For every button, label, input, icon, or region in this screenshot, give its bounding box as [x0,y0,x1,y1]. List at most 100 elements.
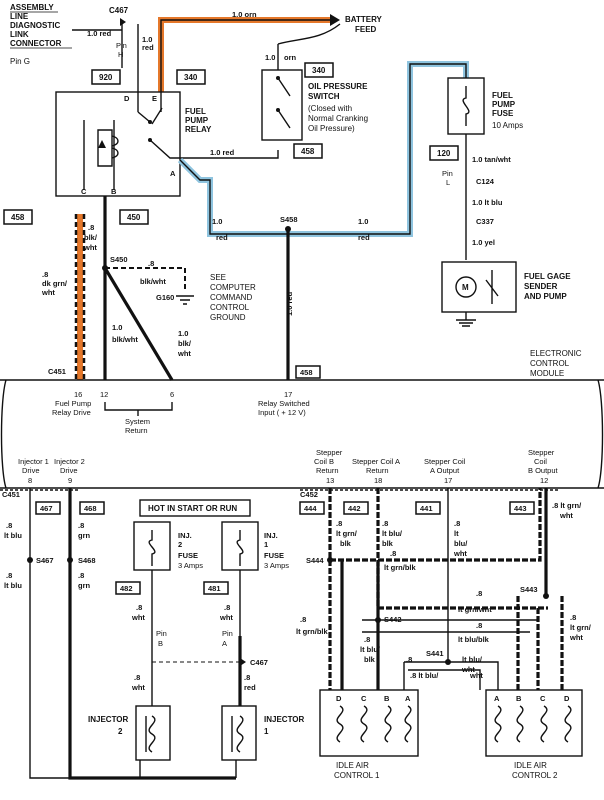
fuel-pump-relay-label: FUEL [185,107,206,116]
svg-text:C: C [81,187,87,196]
svg-text:PUMP: PUMP [492,100,516,109]
svg-text:CONTROL: CONTROL [530,359,570,368]
svg-text:blk: blk [364,655,376,664]
svg-text:1.0: 1.0 [358,217,368,226]
ecm-bottom-pin-12b: Stepper Coil B Output 12 [528,448,559,485]
svg-text:orn: orn [284,53,297,62]
svg-text:.8 lt blu/: .8 lt blu/ [410,671,439,680]
svg-text:.8: .8 [364,635,370,644]
svg-text:C: C [540,694,546,703]
svg-text:1: 1 [264,727,269,736]
svg-text:.8: .8 [300,615,306,624]
ecm-top-pin-12: 12 [100,390,108,399]
svg-text:2: 2 [178,540,182,549]
svg-text:17: 17 [284,390,292,399]
svg-text:grn: grn [78,581,91,590]
svg-text:FUSE: FUSE [264,551,284,560]
svg-text:.8: .8 [224,603,230,612]
svg-text:.8: .8 [6,571,12,580]
svg-text:Stepper Coil A: Stepper Coil A [352,457,400,466]
svg-text:.8: .8 [476,589,482,598]
svg-text:17: 17 [444,476,452,485]
svg-text:lt blu/: lt blu/ [360,645,381,654]
svg-text:lt grn/: lt grn/ [570,623,592,632]
svg-text:1.0 tan/wht: 1.0 tan/wht [472,155,511,164]
svg-text:Drive: Drive [22,466,40,475]
svg-text:B: B [384,694,390,703]
svg-text:G160: G160 [156,293,174,302]
svg-text:blk/wht: blk/wht [140,277,166,286]
relay-switch-icon [83,92,180,190]
svg-text:wht: wht [83,243,97,252]
ecm-bottom-pin-18: Stepper Coil A Return 18 [352,457,400,485]
svg-text:lt: lt [454,529,459,538]
svg-text:wht: wht [219,613,233,622]
svg-text:lt grn/wht: lt grn/wht [458,605,492,614]
svg-text:9: 9 [68,476,72,485]
svg-text:Coil B: Coil B [314,457,334,466]
svg-text:DIAGNOSTIC: DIAGNOSTIC [10,21,60,30]
svg-text:IDLE AIR: IDLE AIR [336,761,369,770]
svg-text:C452: C452 [300,490,318,499]
svg-text:FEED: FEED [355,25,377,34]
aldl-connector-label: ASSEMBLY LINE DIAGNOSTIC LINK CONNECTOR … [10,3,72,66]
svg-text:Fuel Pump: Fuel Pump [55,399,91,408]
svg-text:LINE: LINE [10,12,29,21]
svg-text:lt grn/blk: lt grn/blk [384,563,416,572]
circuit-box-340b [304,62,334,78]
svg-text:.8: .8 [244,673,250,682]
ecm-top-pin-6: 6 [170,390,174,399]
svg-text:Return: Return [366,466,389,475]
svg-text:B Output: B Output [528,466,559,475]
svg-text:wht: wht [461,665,475,674]
svg-text:.8: .8 [336,519,342,528]
svg-text:1.0 red: 1.0 red [285,291,294,316]
svg-text:lt blu: lt blu [4,531,22,540]
svg-text:C451: C451 [48,367,66,376]
ecm-label: ELECTRONIC [530,349,582,358]
svg-text:Pin: Pin [156,629,167,638]
ecm-top-pin-17: 17 Relay Switched Input ( + 12 V) [258,390,310,417]
svg-text:Pin: Pin [116,41,127,50]
svg-text:lt blu/: lt blu/ [382,529,403,538]
circuit-box-467 [35,501,61,515]
circuit-box-458 [293,143,323,159]
injector-2-label: INJECTOR [88,715,129,724]
ecm-bottom-pin-9: Injector 2 Drive 9 [54,457,85,485]
svg-text:Pin: Pin [442,169,453,178]
svg-text:S442: S442 [384,615,402,624]
svg-text:wht: wht [453,549,467,558]
svg-text:wht: wht [131,613,145,622]
circuit-box-458c [295,365,321,379]
svg-text:CONTROL: CONTROL [210,303,250,312]
svg-text:S467: S467 [36,556,54,565]
hot-in-start-or-run-banner [139,499,251,517]
svg-text:D: D [124,94,130,103]
svg-text:wht: wht [559,511,573,520]
svg-text:340: 340 [312,66,326,75]
svg-text:467: 467 [40,504,53,513]
svg-text:lt grn/: lt grn/ [336,529,358,538]
svg-text:.8: .8 [78,571,84,580]
svg-text:MODULE: MODULE [530,369,564,378]
svg-text:C337: C337 [476,217,494,226]
svg-text:LINK: LINK [10,30,29,39]
svg-text:B: B [111,187,117,196]
circuit-box-920 [91,69,121,85]
svg-text:Relay Switched: Relay Switched [258,399,310,408]
svg-text:C: C [361,694,367,703]
see-ground-note: SEE [210,273,226,282]
svg-text:.8: .8 [390,549,396,558]
svg-text:SWITCH: SWITCH [308,92,340,101]
battery-feed-arrow-icon [330,14,340,26]
ecm-bottom-pin-17b: Stepper Coil A Output 17 [424,457,466,485]
svg-text:A: A [494,694,500,703]
svg-text:CONTROL 1: CONTROL 1 [334,771,380,780]
svg-text:A: A [170,169,176,178]
svg-text:grn: grn [78,531,91,540]
svg-text:blk/: blk/ [84,233,98,242]
svg-text:Injector 1: Injector 1 [18,457,49,466]
svg-text:Stepper: Stepper [528,448,555,457]
svg-text:.8: .8 [88,223,94,232]
svg-text:A: A [405,694,411,703]
